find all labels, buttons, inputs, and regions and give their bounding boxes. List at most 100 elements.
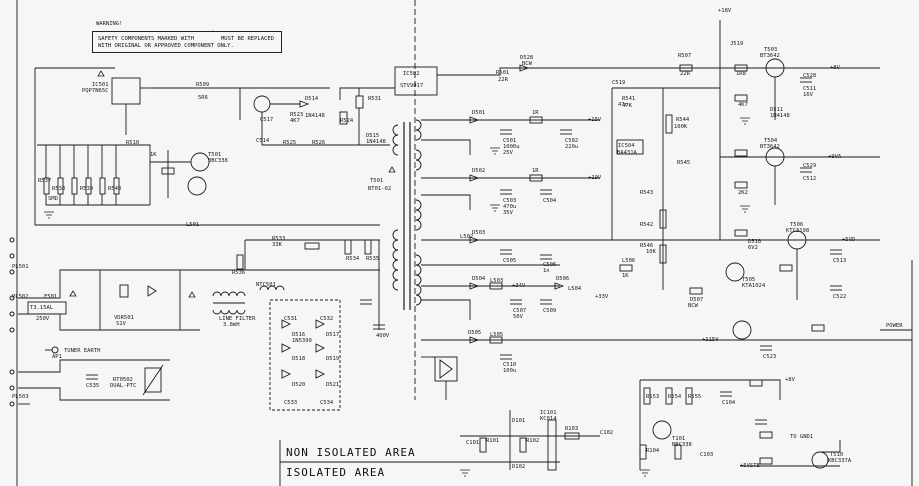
c104-label: C104 <box>722 400 736 406</box>
val-220u: 220u <box>565 144 579 150</box>
r501-label: R501 <box>496 70 510 76</box>
warning-box: SAFETY COMPONENTS MARKED WITH MUST BE RE… <box>92 31 282 53</box>
val-1n: 1n <box>543 268 550 274</box>
d510-label: D510 <box>748 239 762 245</box>
r538-label: R538 <box>52 186 66 192</box>
c533-label: C533 <box>284 400 298 406</box>
conn-pl503: PL503 <box>12 394 29 400</box>
c529-label: C529 <box>803 163 817 169</box>
r555-label: R555 <box>688 394 702 400</box>
t101-part: BBC338 <box>672 442 692 448</box>
r509-val: 5R6 <box>198 95 208 101</box>
ptc-label: RT0502 <box>113 377 133 383</box>
d101-label: D101 <box>512 418 526 424</box>
r103-label: R103 <box>565 426 579 432</box>
l506-label: L506 <box>622 258 636 264</box>
d516-label: D516 <box>292 332 306 338</box>
val-16v: 16V <box>803 92 813 98</box>
d515-part: 1N4148 <box>366 139 386 145</box>
c514-label: C514 <box>256 138 270 144</box>
val-100u: 100u <box>503 368 517 374</box>
non-isolated-area-label: NON ISOLATED AREA <box>286 446 416 459</box>
ntc501-label: NTC501 <box>256 282 276 288</box>
to-gnd-label: TO GND1 <box>790 434 814 440</box>
c517-label: C517 <box>260 117 274 123</box>
warning-line1: SAFETY COMPONENTS MARKED WITH <box>98 36 195 42</box>
r546-label: R546 <box>640 243 654 249</box>
ic101-part: KC814 <box>540 416 557 422</box>
r544-label: R544 <box>676 117 690 123</box>
vdr-label: VDR501 <box>114 315 134 321</box>
val-470u: 470u <box>503 204 517 210</box>
r535-label: R535 <box>366 256 380 262</box>
line-filter-val: 3.8mH <box>223 322 240 328</box>
rail-33v: +33V <box>595 294 609 300</box>
t501b-part: BBC338 <box>208 158 228 164</box>
rail-115v: +115V <box>702 337 719 343</box>
c509-label: C509 <box>543 308 557 314</box>
val-47n: 47n <box>618 102 628 108</box>
val-50v: 50V <box>513 314 523 320</box>
r553-label: R553 <box>646 394 660 400</box>
d507-label: D507 <box>690 297 704 303</box>
r507-label: R507 <box>678 53 692 59</box>
ic502-part: STV9017 <box>400 83 424 89</box>
t101-label: T101 <box>672 436 686 442</box>
r542-label: R542 <box>640 222 654 228</box>
d501-label: D501 <box>472 110 486 116</box>
r524-label: R524 <box>340 118 354 124</box>
val-4k7: 4K7 <box>738 102 748 108</box>
t501b-label: T501 <box>208 152 222 158</box>
ic502-label: IC502 <box>403 71 420 77</box>
c503-label: C503 <box>503 198 517 204</box>
c532-label: C532 <box>320 316 334 322</box>
r541-label: R541 <box>622 96 636 102</box>
rail-8v-b: +8V <box>785 377 795 383</box>
r507-val: 22R <box>680 71 690 77</box>
warning-line2: WITH ORIGINAL OR APPROVED COMPONENT ONLY… <box>98 43 234 49</box>
val-1n5399: 1N5399 <box>292 338 312 344</box>
t505-label: T505 <box>742 277 756 283</box>
rail-9va: +9VA <box>828 154 842 160</box>
t505-part: KTA1024 <box>742 283 766 289</box>
t501-label: T501 <box>370 178 384 184</box>
d502-label: D502 <box>472 168 486 174</box>
r102-label: R102 <box>526 438 540 444</box>
r533-label: R533 <box>272 236 286 242</box>
warning-heading: WARNING! <box>96 21 123 27</box>
r101-label: R101 <box>486 438 500 444</box>
t510-part: KBC337A <box>828 458 852 464</box>
d528-label: D528 <box>520 55 534 61</box>
val-smd: SMD <box>48 196 58 202</box>
l502-label: L502 <box>460 234 474 240</box>
val-1r-b: 1R <box>532 168 539 174</box>
r536-label: R536 <box>232 270 246 276</box>
tuner-earth-label: TUNER EARTH <box>64 348 101 354</box>
t503-part: BT3642 <box>760 53 780 59</box>
val-35v: 35V <box>503 210 513 216</box>
ic504-label: IC504 <box>618 143 635 149</box>
ic501-part: PQP7N65C <box>82 88 109 94</box>
c506-label: C506 <box>543 262 557 268</box>
line-filter-label: LINE FILTER <box>219 316 256 322</box>
l501-label: L501 <box>186 222 200 228</box>
rail-5vd: +5VD <box>842 237 856 243</box>
j519-val: 1R8 <box>736 71 746 77</box>
r526-label: R526 <box>312 140 326 146</box>
r523-val: 4K7 <box>290 118 300 124</box>
val-10k: 10K <box>646 249 656 255</box>
rail-18v: +18V <box>718 8 732 14</box>
r501-val: 22R <box>498 77 508 83</box>
t504-part: BT3642 <box>760 144 780 150</box>
c502-label: C502 <box>565 138 579 144</box>
val-1000u: 1000u <box>503 144 520 150</box>
l505-label: L505 <box>490 332 504 338</box>
c534-label: C534 <box>320 400 334 406</box>
warning-line1b: MUST BE REPLACED <box>221 36 274 42</box>
r554-label: R554 <box>668 394 682 400</box>
r525-label: R525 <box>283 140 297 146</box>
d506-label: D506 <box>556 276 570 282</box>
val-25v: 25V <box>503 150 513 156</box>
d517-label: D517 <box>326 332 340 338</box>
